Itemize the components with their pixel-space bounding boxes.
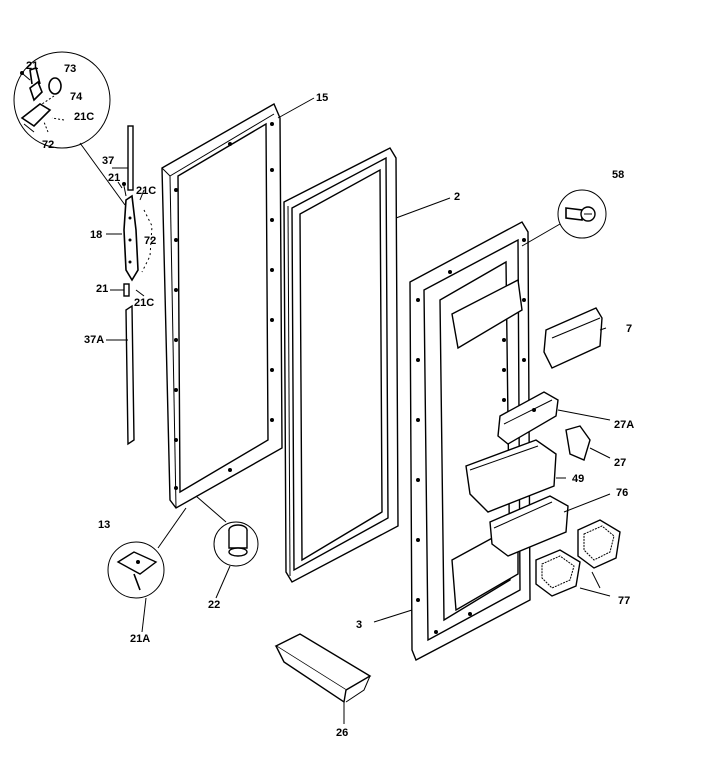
- label-21c-mid: 21C: [136, 185, 156, 197]
- label-27a: 27A: [614, 419, 634, 431]
- label-72-top: 72: [42, 139, 54, 151]
- hinge-parts-column: [122, 125, 153, 446]
- shelf-part-27a: [497, 391, 559, 445]
- retainer-part-27: [565, 425, 591, 461]
- label-72-mid: 72: [144, 235, 156, 247]
- label-3: 3: [356, 619, 362, 631]
- bin-cover-part-7: [543, 307, 603, 369]
- hinge-detail-callout: [13, 51, 126, 206]
- part-labels: 21 73 74 21C 72 37 21 21C 18 72 21 21C 3…: [26, 60, 634, 739]
- label-37a: 37A: [84, 334, 104, 346]
- screw-part-21-mid: [122, 182, 126, 186]
- hinge-bracket-top: [29, 80, 43, 102]
- door-gasket-part-2: [283, 147, 399, 583]
- label-21c-top: 21C: [74, 111, 94, 123]
- shelf-top: [451, 278, 523, 350]
- tray-part-26: [274, 633, 372, 704]
- label-13: 13: [98, 519, 110, 531]
- label-21-mid: 21: [108, 172, 120, 184]
- label-73: 73: [64, 63, 76, 75]
- cup-parts-77: [535, 519, 621, 597]
- gasket-strip-part-37a: [125, 304, 135, 446]
- label-21c-low: 21C: [134, 297, 154, 309]
- label-27: 27: [614, 457, 626, 469]
- label-26: 26: [336, 727, 348, 739]
- bracket-callout-part-13: [107, 507, 187, 599]
- cap-callout-part-22: [195, 495, 259, 567]
- screw-part-21-low: [123, 283, 130, 297]
- door-frame-part-15: [161, 103, 283, 509]
- bushing-part-73: [48, 77, 62, 95]
- screw-part-21-top: [20, 71, 24, 75]
- leader-lines: [106, 97, 611, 724]
- screw-callout-part-58: [521, 189, 607, 247]
- hinge-detail-circle: [13, 51, 111, 149]
- label-21-low: 21: [96, 283, 108, 295]
- label-2: 2: [454, 191, 460, 203]
- label-76: 76: [616, 487, 628, 499]
- label-77: 77: [618, 595, 630, 607]
- bin-part-49: [465, 439, 557, 513]
- label-21-top: 21: [26, 60, 38, 72]
- hinge-bar-part-37: [127, 125, 134, 191]
- label-21a: 21A: [130, 633, 150, 645]
- hinge-plate-part: [20, 103, 52, 128]
- label-15: 15: [316, 92, 328, 104]
- label-37: 37: [102, 155, 114, 167]
- label-49: 49: [572, 473, 584, 485]
- label-18: 18: [90, 229, 102, 241]
- detail-leader: [79, 142, 126, 206]
- hinge-part-18: [123, 194, 139, 282]
- label-74: 74: [70, 91, 83, 103]
- label-22: 22: [208, 599, 220, 611]
- label-7: 7: [626, 323, 632, 335]
- label-58: 58: [612, 169, 624, 181]
- hinge-pin-part: [29, 66, 41, 85]
- bin-part-76: [489, 495, 569, 557]
